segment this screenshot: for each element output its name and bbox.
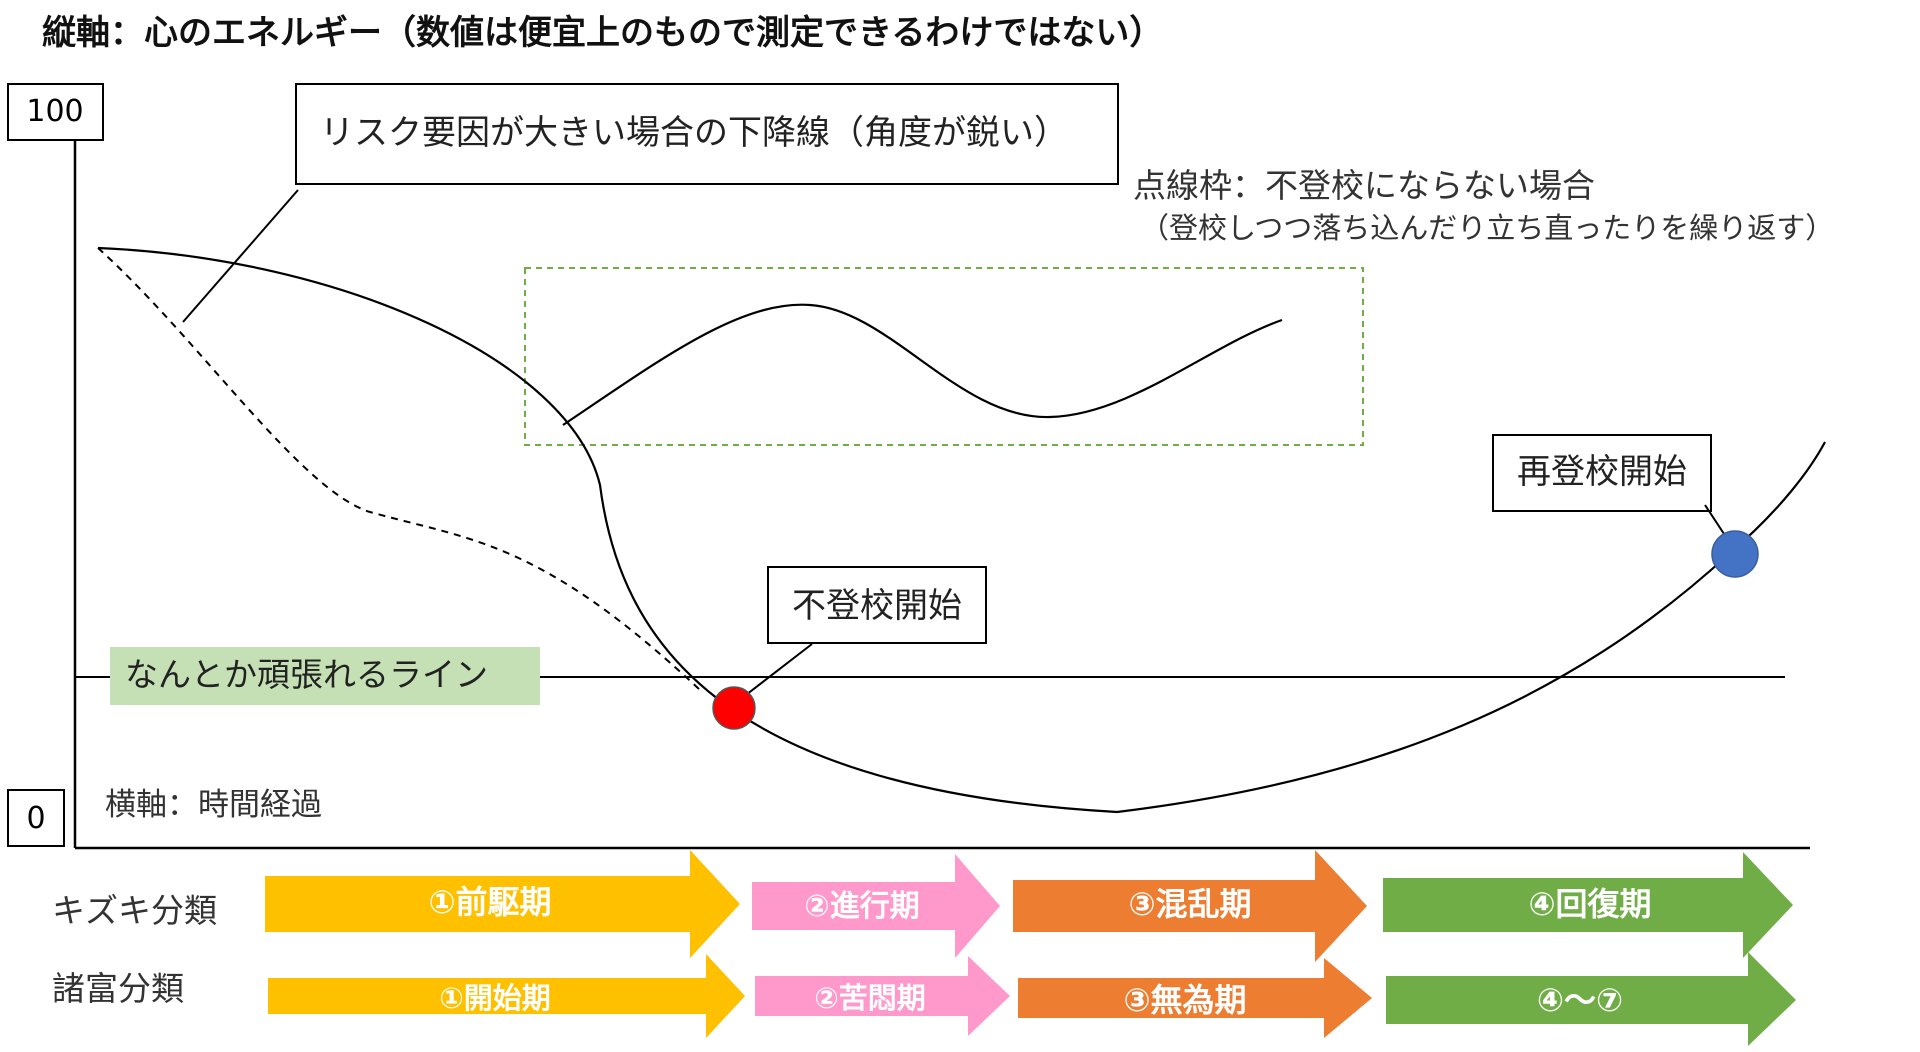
- phase-arrow-kizuki-3: [1013, 850, 1367, 962]
- phase-arrow-kizuki-1: [265, 850, 740, 958]
- non-absence-curve: [562, 303, 1283, 426]
- row-label-kizuki: キズキ分類: [52, 891, 217, 930]
- phase-arrow-morotomi-2: [755, 956, 1010, 1036]
- phase-label-kizuki-2: ②進行期: [804, 889, 919, 924]
- dotted-frame: [524, 267, 1364, 446]
- phase-arrow-morotomi-4: [1386, 952, 1796, 1046]
- phase-label-kizuki-1: ①前駆期: [428, 883, 551, 921]
- phase-arrow-morotomi-1: [268, 954, 745, 1038]
- y-min-box: [7, 789, 65, 847]
- threshold-label-bg: [110, 647, 540, 705]
- absence-start-leader: [741, 643, 813, 699]
- risk-callout-leader: [182, 189, 299, 323]
- phase-label-morotomi-4: ④〜⑦: [1537, 981, 1623, 1019]
- phase-arrow-kizuki-4: [1383, 852, 1793, 958]
- phase-label-kizuki-3: ③混乱期: [1128, 885, 1251, 923]
- phase-arrow-kizuki-2: [752, 854, 1000, 958]
- phase-label-kizuki-4: ④回復期: [1528, 885, 1651, 923]
- return-start-label: 再登校開始: [1517, 452, 1687, 492]
- gradual-decline-curve: [97, 247, 701, 691]
- absence-start-box: [767, 566, 987, 644]
- y-max-box: [7, 83, 104, 141]
- phase-label-morotomi-2: ②苦悶期: [814, 981, 926, 1015]
- y-min-label: 0: [26, 801, 45, 836]
- recovery-curve: [1116, 441, 1826, 814]
- return-start-dot: [1711, 530, 1759, 578]
- phase-label-morotomi-3: ③無為期: [1123, 981, 1246, 1019]
- y-max-label: 100: [26, 94, 83, 129]
- risk-callout-text: リスク要因が大きい場合の下降線（角度が鋭い）: [320, 113, 1068, 153]
- threshold-label: なんとか頑張れるライン: [125, 655, 488, 694]
- absence-start-dot: [712, 686, 756, 730]
- phase-arrow-morotomi-3: [1018, 958, 1372, 1038]
- return-start-box: [1492, 434, 1712, 512]
- x-axis-label: 横軸：時間経過: [105, 787, 322, 823]
- dotted-frame-sub: （登校しつつ落ち込んだり立ち直ったりを繰り返す）: [1140, 211, 1834, 245]
- steep-decline-curve: [97, 246, 1118, 814]
- phase-label-morotomi-1: ①開始期: [439, 981, 551, 1015]
- row-label-morotomi: 諸富分類: [52, 969, 184, 1008]
- risk-callout-box: [295, 83, 1119, 185]
- diagram-title: 縦軸：心のエネルギー（数値は便宜上のもので測定できるわけではない）: [42, 13, 1163, 53]
- dotted-frame-title: 点線枠：不登校にならない場合: [1133, 166, 1595, 205]
- absence-start-label: 不登校開始: [792, 586, 962, 626]
